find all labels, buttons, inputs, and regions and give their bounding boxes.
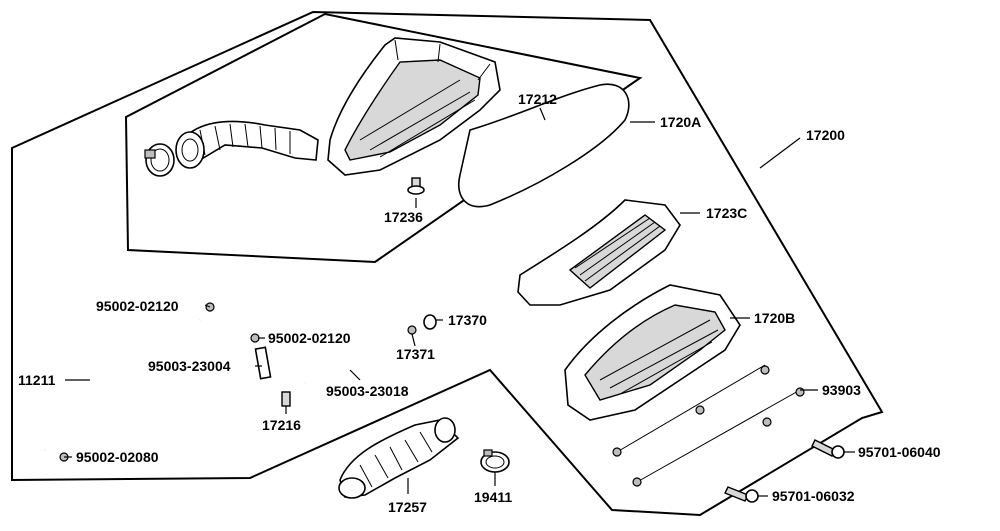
assembly-frame-outline: [11, 10, 884, 517]
leader-17200: [759, 137, 801, 169]
label-17370: 17370: [448, 312, 487, 328]
fitting-17216: [281, 391, 291, 407]
label-17212: 17212: [518, 91, 557, 107]
label-17216: 17216: [262, 417, 301, 433]
label-95002-02080: 95002-02080: [76, 449, 159, 465]
label-95701-06040: 95701-06040: [858, 444, 941, 460]
label-17257: 17257: [388, 499, 427, 515]
gasket-17212: [458, 83, 630, 208]
label-95003-23004: 95003-23004: [148, 358, 231, 374]
label-17200: 17200: [806, 127, 845, 143]
clamp-19411: [480, 449, 510, 473]
leader-17212: [539, 107, 546, 121]
screw-17236: [407, 177, 425, 195]
label-93903: 93903: [822, 382, 861, 398]
label-95003-23018: 95003-23018: [326, 383, 409, 399]
air-cleaner-case-upper: [327, 37, 501, 176]
duct-17257: [338, 417, 460, 499]
bolt-95701-06040: [811, 439, 845, 459]
label-19411: 19411: [474, 489, 512, 505]
screws-93903: [612, 364, 805, 487]
leader-95003-23018: [349, 369, 361, 381]
label-11211: 11211: [18, 372, 56, 388]
air-cleaner-case-lower: [564, 284, 741, 421]
label-17371: 17371: [396, 346, 435, 362]
duct-clamp: [144, 143, 175, 177]
label-95002-02120-b: 95002-02120: [268, 330, 351, 346]
hose-11211: [37, 302, 215, 462]
hose-95003-23018: [304, 314, 437, 385]
label-1720b: 1720B: [754, 310, 795, 326]
label-17236: 17236: [384, 209, 423, 225]
leader-95002-02120-a: [204, 304, 211, 308]
filter-element: [517, 199, 681, 306]
label-1720a: 1720A: [660, 114, 701, 130]
intake-duct: [175, 120, 319, 169]
label-1723c: 1723C: [706, 205, 747, 221]
label-95002-02120-a: 95002-02120: [96, 298, 179, 314]
leader-17371: [411, 333, 416, 347]
label-95701-06032: 95701-06032: [772, 488, 855, 504]
hose-95003-23004: [250, 333, 272, 380]
